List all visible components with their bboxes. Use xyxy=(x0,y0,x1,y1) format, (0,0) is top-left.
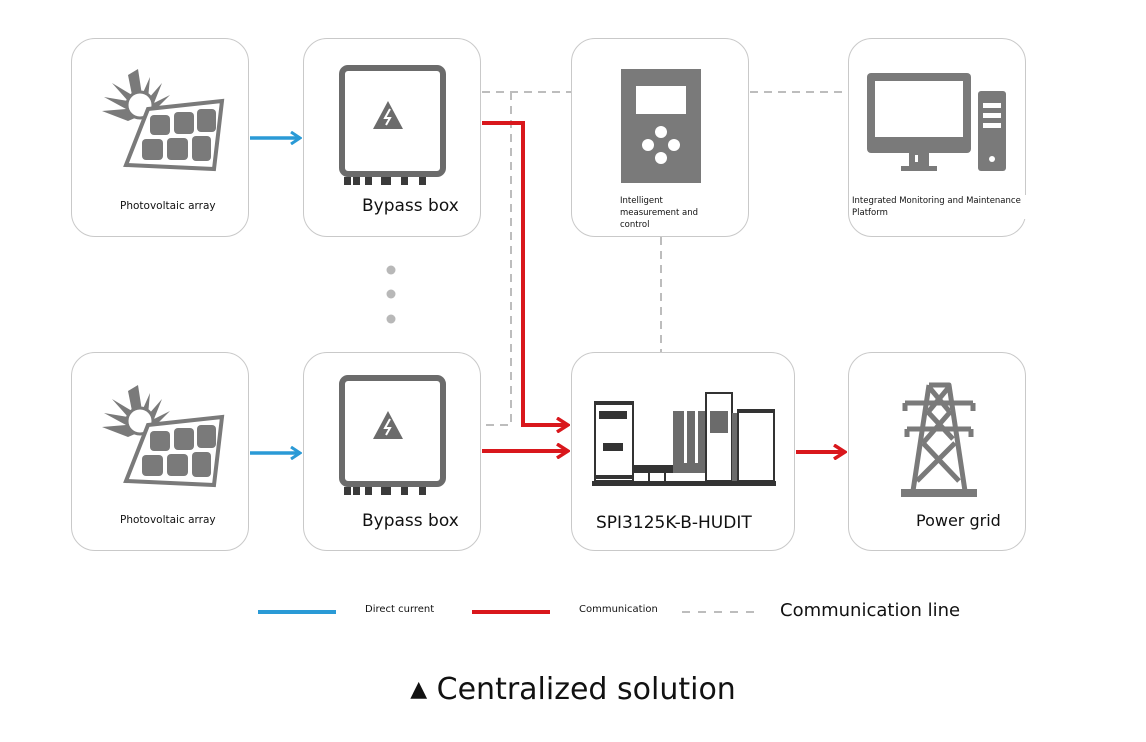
ellipsis-dots xyxy=(386,265,396,324)
node-label: Integrated Monitoring and Maintenance Pl… xyxy=(852,195,1027,219)
node-power-grid: Power grid xyxy=(848,352,1026,551)
node-label: SPI3125K-B-HUDIT xyxy=(596,513,752,533)
node-label: Photovoltaic array xyxy=(120,514,216,526)
solar-panel-icon xyxy=(102,385,225,488)
controller-icon xyxy=(621,69,701,183)
combiner-box-icon xyxy=(339,375,446,495)
legend-label-communication: Communication xyxy=(579,604,658,615)
node-bypass-box-top: Bypass box xyxy=(303,38,481,237)
node-label: Bypass box xyxy=(362,196,459,216)
node-label: Photovoltaic array xyxy=(120,200,216,212)
node-photovoltaic-array-bottom: Photovoltaic array xyxy=(71,352,249,551)
solar-panel-icon xyxy=(102,69,225,172)
node-label: Power grid xyxy=(916,511,1001,530)
dashed-vertical-bus xyxy=(482,92,512,426)
caption-marker: ▲ xyxy=(410,677,428,702)
node-intelligent-measurement: Intelligent measurement and control xyxy=(571,38,749,237)
node-monitoring-platform: Integrated Monitoring and Maintenance Pl… xyxy=(848,38,1027,237)
node-label: Intelligent measurement and control xyxy=(620,196,698,230)
node-bypass-box-bottom: Bypass box xyxy=(303,352,481,551)
computer-icon xyxy=(867,73,1006,171)
node-label: Bypass box xyxy=(362,511,459,531)
transmission-tower-icon xyxy=(901,382,977,497)
diagram-caption: ▲ Centralized solution xyxy=(0,672,1146,707)
combiner-box-icon xyxy=(339,65,446,185)
legend-label-direct-current: Direct current xyxy=(365,604,435,615)
communication-line-network xyxy=(482,91,848,426)
node-inverter-station: SPI3125K-B-HUDIT xyxy=(571,352,795,551)
comm-line-top xyxy=(482,121,568,425)
node-photovoltaic-array-top: Photovoltaic array xyxy=(71,38,249,237)
inverter-station-icon xyxy=(592,392,776,486)
legend-label-communication-line: Communication line xyxy=(780,600,961,621)
caption-text: Centralized solution xyxy=(436,672,736,707)
